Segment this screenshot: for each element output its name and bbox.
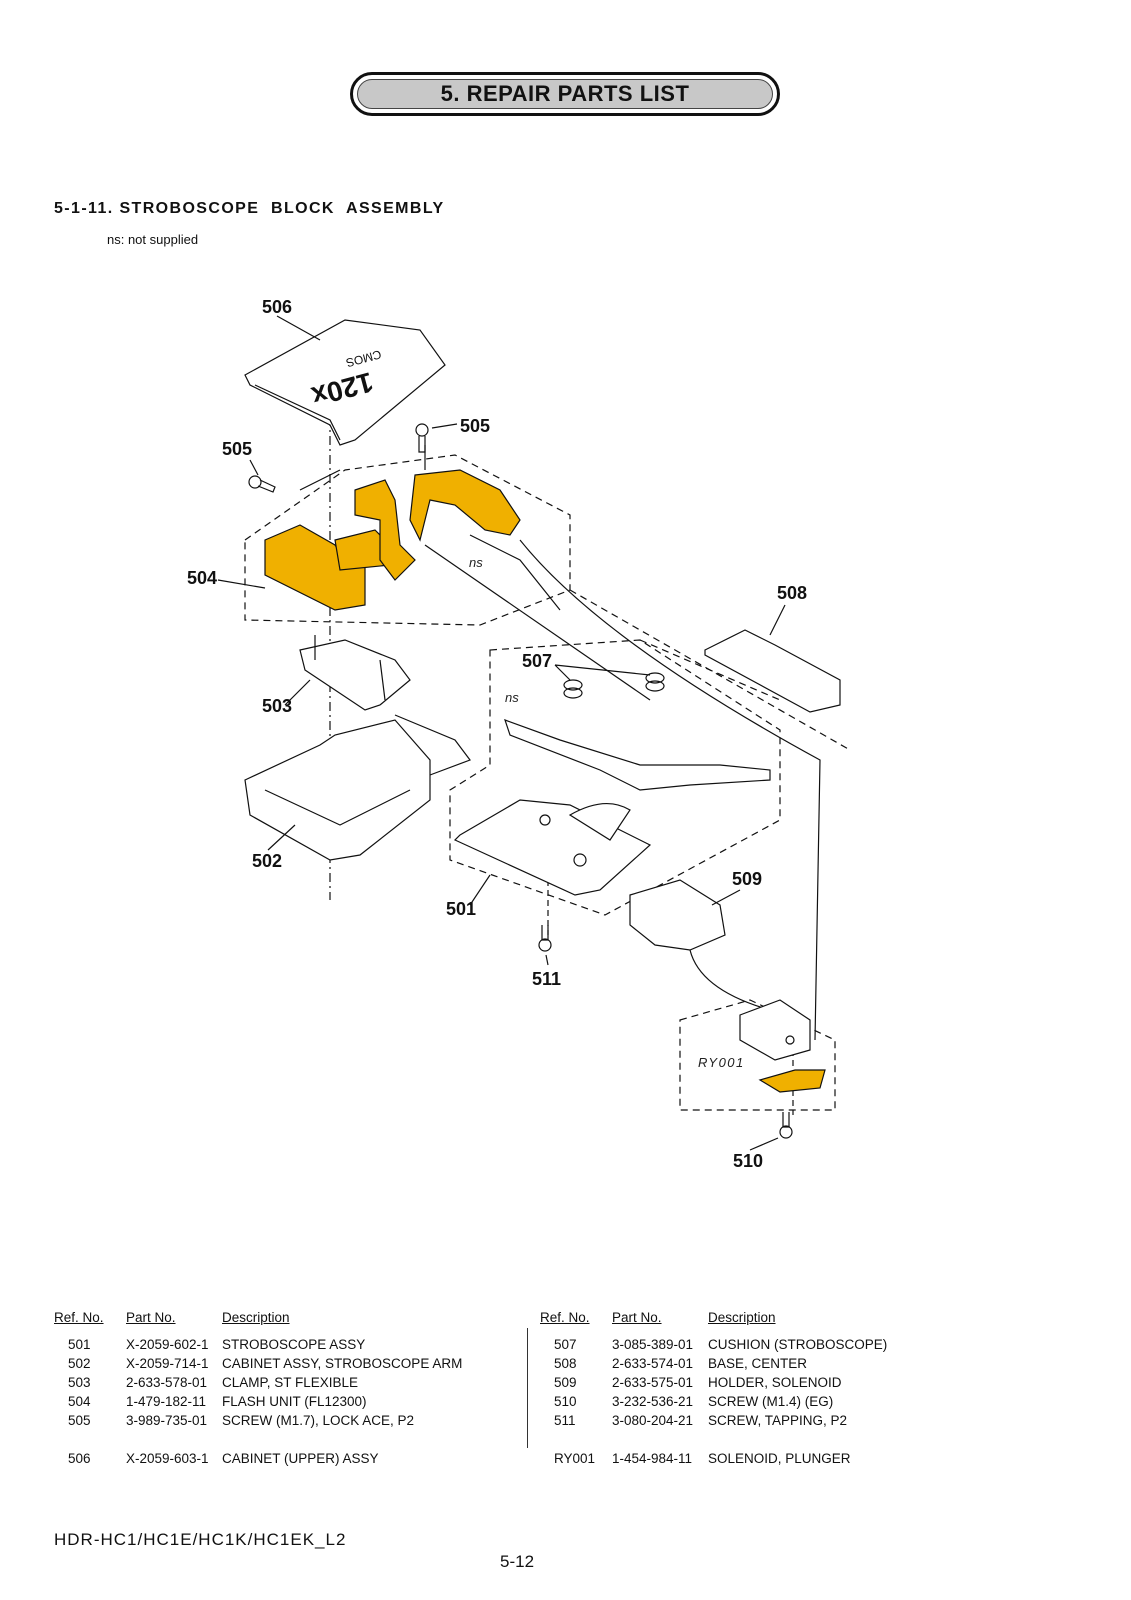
callout-505-left: 505 [222, 439, 252, 459]
callout-505-top: 505 [460, 416, 490, 436]
part-501-stroboscope-assy [453, 719, 771, 896]
header-ref: Ref. No. [540, 1310, 590, 1325]
callout-ry001: RY001 [698, 1055, 745, 1070]
callout-ns-middle: ns [505, 690, 519, 705]
part-504-flash-unit [264, 469, 521, 611]
part-506-cabinet-upper: 120x CMOS [244, 319, 446, 446]
title-box: 5. REPAIR PARTS LIST [350, 72, 780, 116]
header-part: Part No. [126, 1310, 176, 1325]
header-desc: Description [708, 1310, 776, 1325]
callout-501: 501 [446, 899, 476, 919]
exploded-diagram: 120x CMOS [187, 297, 851, 1171]
part-ry001-solenoid [739, 999, 811, 1061]
footer-model: HDR-HC1/HC1E/HC1K/HC1EK_L2 [54, 1530, 347, 1549]
header-desc: Description [222, 1310, 290, 1325]
callout-509: 509 [732, 869, 762, 889]
header-part: Part No. [612, 1310, 662, 1325]
dashed-group-middle [449, 639, 781, 916]
callout-511: 511 [532, 969, 561, 989]
callout-502: 502 [252, 851, 282, 871]
table-divider [527, 1328, 528, 1448]
section-note: ns: not supplied [107, 232, 199, 247]
section-title: 5-1-11. STROBOSCOPE BLOCK ASSEMBLY [54, 200, 445, 217]
part-507-cushion-1 [563, 679, 583, 699]
part-508-base-center [704, 629, 841, 713]
page-number: 5-12 [500, 1552, 535, 1571]
part-503-clamp [299, 635, 411, 711]
header-ref: Ref. No. [54, 1310, 104, 1325]
yellow-plate [758, 1069, 826, 1093]
callout-510: 510 [733, 1151, 763, 1171]
part-505-screw-left [248, 475, 276, 493]
page-title: 5. REPAIR PARTS LIST [357, 79, 773, 109]
part-507-cushion-2 [645, 672, 665, 692]
part-505-screw-top [415, 423, 429, 453]
callout-504: 504 [187, 568, 217, 588]
callout-ns-upper: ns [469, 555, 483, 570]
callout-508: 508 [777, 583, 807, 603]
dashed-group-upper [244, 454, 571, 626]
part-510-screw [779, 1112, 793, 1139]
part-511-screw [538, 925, 552, 952]
callout-506: 506 [262, 297, 292, 317]
part-502-cabinet-arm [244, 714, 471, 861]
part-509-holder-solenoid [629, 879, 771, 1011]
callout-503: 503 [262, 696, 292, 716]
callout-507: 507 [522, 651, 552, 671]
dashed-group-lower [679, 999, 836, 1111]
